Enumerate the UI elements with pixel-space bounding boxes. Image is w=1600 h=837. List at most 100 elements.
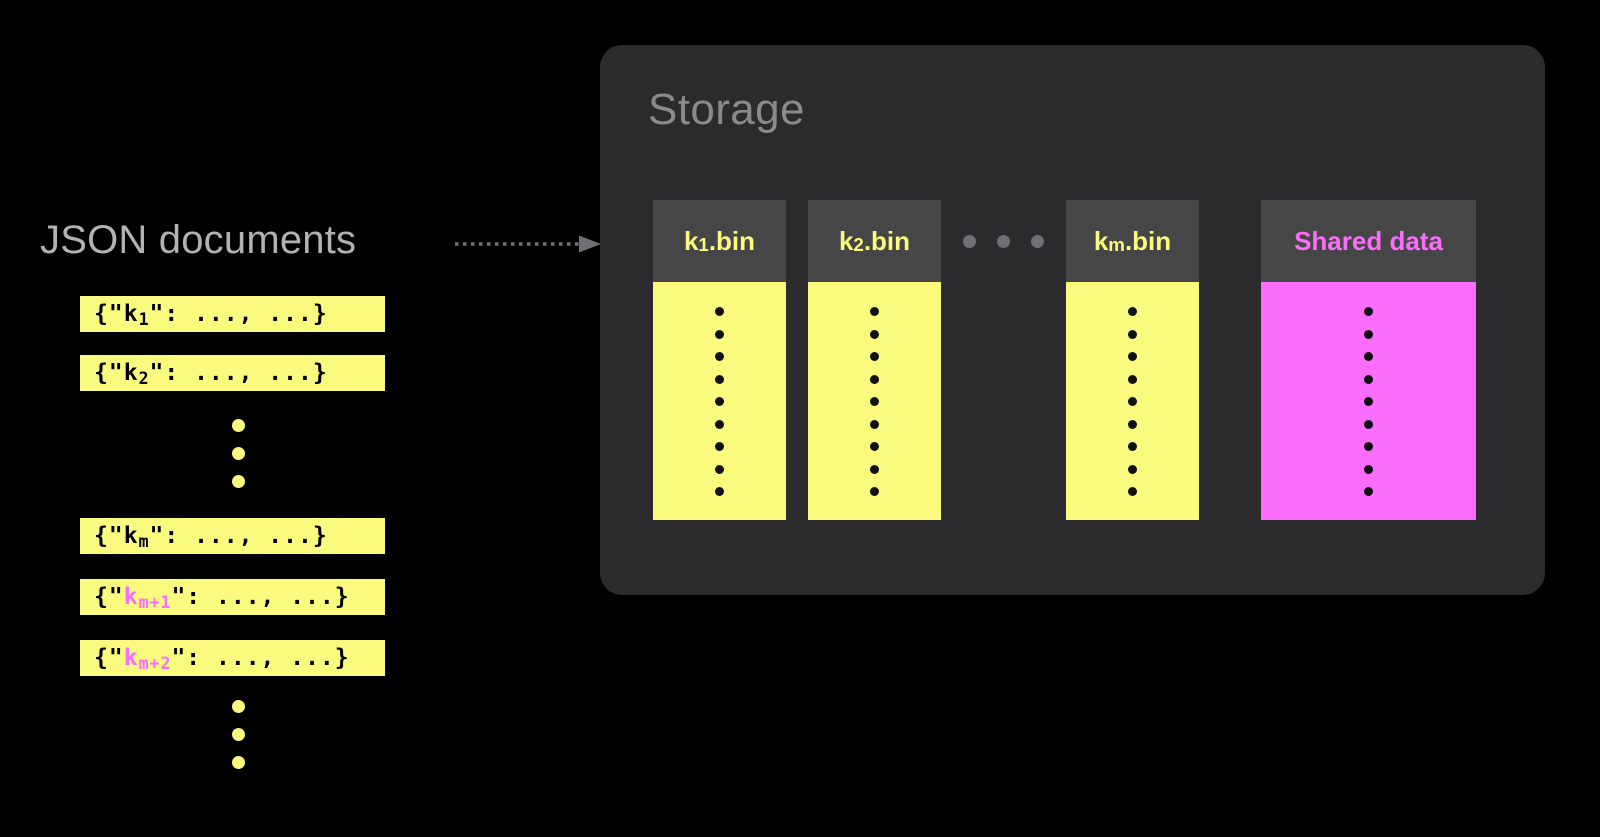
- storage-bin-label-suffix: .bin: [1124, 225, 1172, 256]
- json-document-box: {"k2": ..., ...}: [80, 355, 385, 391]
- storage-bin-record-dot: [1128, 352, 1137, 361]
- json-document-prefix: {": [94, 360, 124, 386]
- ellipsis-dot: [997, 234, 1010, 248]
- storage-bin-label-prefix: Shared data: [1294, 225, 1443, 256]
- storage-bin-record-dot: [715, 464, 724, 474]
- json-document-suffix: ": ..., ...}: [149, 301, 328, 327]
- storage-bin-record-dot: [1128, 442, 1137, 451]
- storage-bin-record-dot: [1364, 487, 1373, 496]
- dotted-flow-arrow: [455, 233, 605, 255]
- storage-bin-body: [1261, 282, 1476, 520]
- json-document-suffix: ": ..., ...}: [149, 523, 328, 549]
- json-document-key-letter: k: [123, 645, 139, 671]
- json-documents-section: JSON documents {"k1": ..., ...}{"k2": ..…: [0, 0, 600, 837]
- storage-bin-record-dot: [1364, 419, 1373, 429]
- json-document-key-subscript: 2: [138, 369, 150, 388]
- storage-bin-record-dot: [1128, 419, 1137, 429]
- storage-bin-body: [1066, 282, 1199, 520]
- storage-bin-record-dot: [715, 487, 724, 496]
- ellipsis-dot: [232, 728, 245, 741]
- storage-bin-record-dot: [870, 487, 879, 496]
- json-document-prefix: {": [94, 301, 124, 327]
- storage-bin-record-dot: [870, 397, 879, 406]
- json-document-key: km: [123, 523, 150, 551]
- ellipsis-dot: [232, 756, 245, 769]
- json-document-suffix: ": ..., ...}: [171, 584, 350, 610]
- json-document-box: {"km": ..., ...}: [80, 518, 385, 554]
- json-document-key-letter: k: [123, 523, 139, 549]
- storage-bin-label-prefix: k: [683, 225, 699, 256]
- ellipsis-dot: [232, 475, 245, 488]
- storage-bin-record-dot: [1128, 487, 1137, 496]
- storage-bin-record-dot: [1364, 352, 1373, 361]
- storage-bin-record-dot: [1364, 307, 1373, 316]
- storage-bin-label-prefix: k: [838, 225, 854, 256]
- storage-bin-record-dot: [715, 352, 724, 361]
- json-document-key: k1: [123, 301, 150, 329]
- storage-title: Storage: [648, 85, 805, 134]
- vertical-ellipsis: [232, 700, 245, 769]
- storage-bin-record-dot: [1128, 374, 1137, 384]
- json-document-key: km+2: [123, 645, 172, 673]
- storage-bin-label-suffix: .bin: [708, 225, 756, 256]
- storage-bin-record-dot: [715, 307, 724, 316]
- storage-bin-record-dot: [1364, 397, 1373, 406]
- ellipsis-dot: [963, 234, 976, 248]
- json-document-key: k2: [123, 360, 150, 388]
- json-document-prefix: {": [94, 523, 124, 549]
- storage-bin-label-subscript: 1: [698, 234, 709, 255]
- storage-bin-record-dot: [1128, 307, 1137, 316]
- ellipsis-dot: [232, 700, 245, 713]
- storage-bin-record-dot: [715, 419, 724, 429]
- ellipsis-dot: [1031, 234, 1044, 248]
- storage-bin-record-dot: [1364, 442, 1373, 451]
- json-document-key-letter: k: [123, 584, 139, 610]
- horizontal-ellipsis: [941, 200, 1066, 282]
- storage-bin-header: Shared data: [1261, 200, 1476, 282]
- json-document-key-subscript: m+2: [138, 654, 172, 673]
- json-document-key-letter: k: [123, 360, 139, 386]
- storage-bin-body: [808, 282, 941, 520]
- storage-bin-record-dot: [1364, 464, 1373, 474]
- json-document-key-subscript: m+1: [138, 593, 172, 612]
- json-document-key-subscript: m: [138, 532, 150, 551]
- json-document-suffix: ": ..., ...}: [171, 645, 350, 671]
- storage-bin-record-dot: [1128, 397, 1137, 406]
- storage-bin-record-dot: [870, 329, 879, 339]
- ellipsis-dot: [232, 419, 245, 432]
- storage-bin-body: [653, 282, 786, 520]
- storage-bin[interactable]: Shared data: [1261, 200, 1476, 520]
- storage-bin-record-dot: [1128, 464, 1137, 474]
- storage-bin-record-dot: [870, 419, 879, 429]
- storage-bin-record-dot: [1364, 329, 1373, 339]
- storage-bin-label-prefix: k: [1093, 225, 1109, 256]
- json-document-box: {"km+2": ..., ...}: [80, 640, 385, 676]
- json-document-prefix: {": [94, 645, 124, 671]
- storage-bin-record-dot: [1364, 374, 1373, 384]
- storage-bin-record-dot: [1128, 329, 1137, 339]
- storage-bin-label-subscript: 2: [853, 234, 864, 255]
- json-document-key: km+1: [123, 584, 172, 612]
- dotted-flow-arrow-icon: [455, 235, 601, 253]
- storage-bin-record-dot: [715, 329, 724, 339]
- storage-bin-label-suffix: .bin: [863, 225, 911, 256]
- json-document-box: {"km+1": ..., ...}: [80, 579, 385, 615]
- json-document-box: {"k1": ..., ...}: [80, 296, 385, 332]
- storage-bin-record-dot: [715, 374, 724, 384]
- storage-bin-record-dot: [715, 397, 724, 406]
- json-document-suffix: ": ..., ...}: [149, 360, 328, 386]
- storage-bin-record-dot: [870, 307, 879, 316]
- ellipsis-dot: [232, 447, 245, 460]
- storage-bin-record-dot: [870, 374, 879, 384]
- json-documents-label: JSON documents: [40, 218, 357, 262]
- storage-bin-label-subscript: m: [1108, 234, 1125, 255]
- json-document-key-letter: k: [123, 301, 139, 327]
